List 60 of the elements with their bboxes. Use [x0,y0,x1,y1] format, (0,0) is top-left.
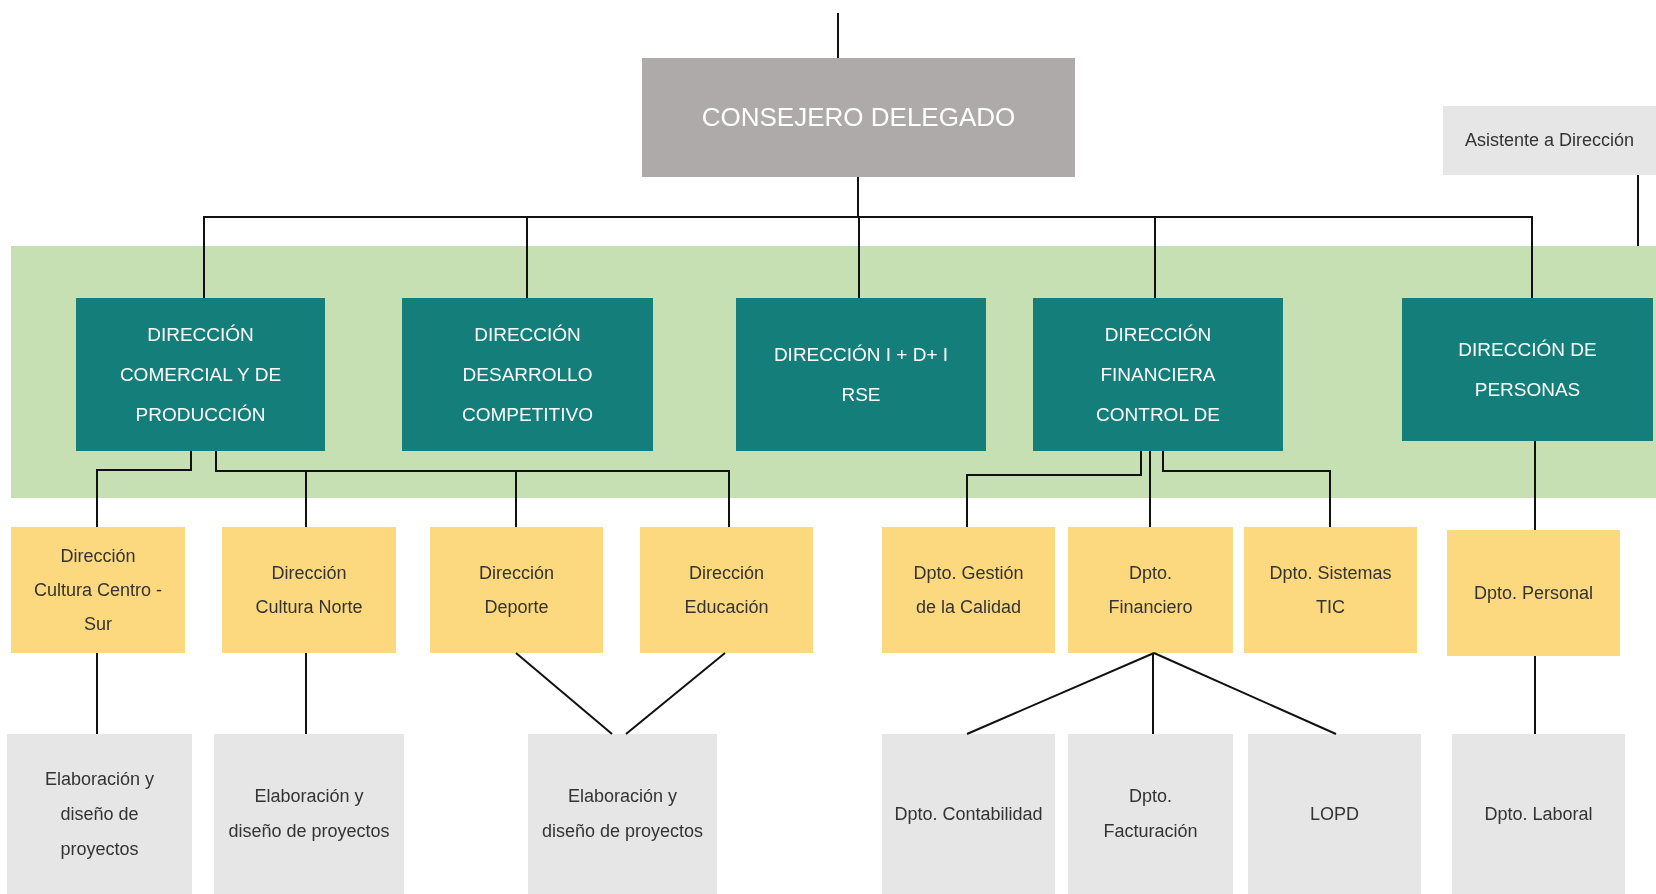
unit-box [7,734,192,894]
executive-box [642,58,1075,177]
box-label: Dpto. Gestión de la Calidad [912,562,1025,619]
unit-box [1068,734,1233,894]
box-label: DIRECCIÓN DESARROLLO COMPETITIVO [461,322,594,427]
connector-line [966,450,1142,528]
band-background [11,246,1656,498]
box-label: CONSEJERO DELEGADO [701,101,1016,134]
box-label: Dirección Educación [683,562,770,619]
department-box [1447,530,1620,656]
box-label: LOPD [1310,802,1359,826]
box-label: DIRECCIÓN FINANCIERA CONTROL DE [1095,322,1221,427]
connector-line [1162,450,1331,528]
connector-line [305,652,307,735]
directorate-box [76,298,325,451]
unit-box [882,734,1055,894]
directorate-box [1033,298,1283,451]
department-box [640,527,813,653]
box-label: Elaboración y diseño de proyectos [227,785,391,843]
box-label: Dirección Cultura Norte [254,562,364,619]
box-label: Elaboración y diseño de proyectos [540,785,705,843]
box-label: Dirección Cultura Centro - Sur [32,545,164,636]
box-label: Dpto. Facturación [1102,785,1199,843]
connector-line [966,652,1155,735]
department-box [11,527,185,653]
unit-box [528,734,717,894]
connector-line [96,652,98,735]
box-label: Dpto. Laboral [1484,802,1593,826]
department-box [1244,527,1417,653]
box-label: DIRECCIÓN COMERCIAL Y DE PRODUCCIÓN [118,322,283,427]
box-label: Asistente a Dirección [1464,129,1635,152]
connector-line [837,12,839,59]
unit-box [214,734,404,894]
connector-line [1534,440,1536,531]
connector-line [515,652,613,735]
department-box [1068,527,1233,653]
department-box [222,527,396,653]
directorate-box [402,298,653,451]
box-label: Dpto. Personal [1473,582,1594,605]
connector-line [1152,652,1154,735]
connector-line [96,450,192,528]
connector-line [1149,450,1151,528]
connector-line [1637,174,1639,247]
unit-box [1248,734,1421,894]
box-label: Elaboración y diseño de proyectos [43,767,156,861]
box-label: DIRECCIÓN DE PERSONAS [1457,337,1598,402]
box-label: Dpto. Contabilidad [894,802,1043,826]
box-label: Dirección Deporte [478,562,555,619]
box-label: DIRECCIÓN I + D+ I RSE [772,342,950,407]
unit-box [1452,734,1625,894]
connector-line [1153,652,1337,735]
directorate-box [736,298,986,451]
assistant-box [1443,106,1656,175]
department-box [882,527,1055,653]
connector-line [1534,655,1536,735]
directorate-box [1402,298,1653,441]
box-label: Dpto. Sistemas TIC [1268,562,1393,619]
department-box [430,527,603,653]
connector-line [625,652,726,735]
box-label: Dpto. Financiero [1107,562,1194,619]
